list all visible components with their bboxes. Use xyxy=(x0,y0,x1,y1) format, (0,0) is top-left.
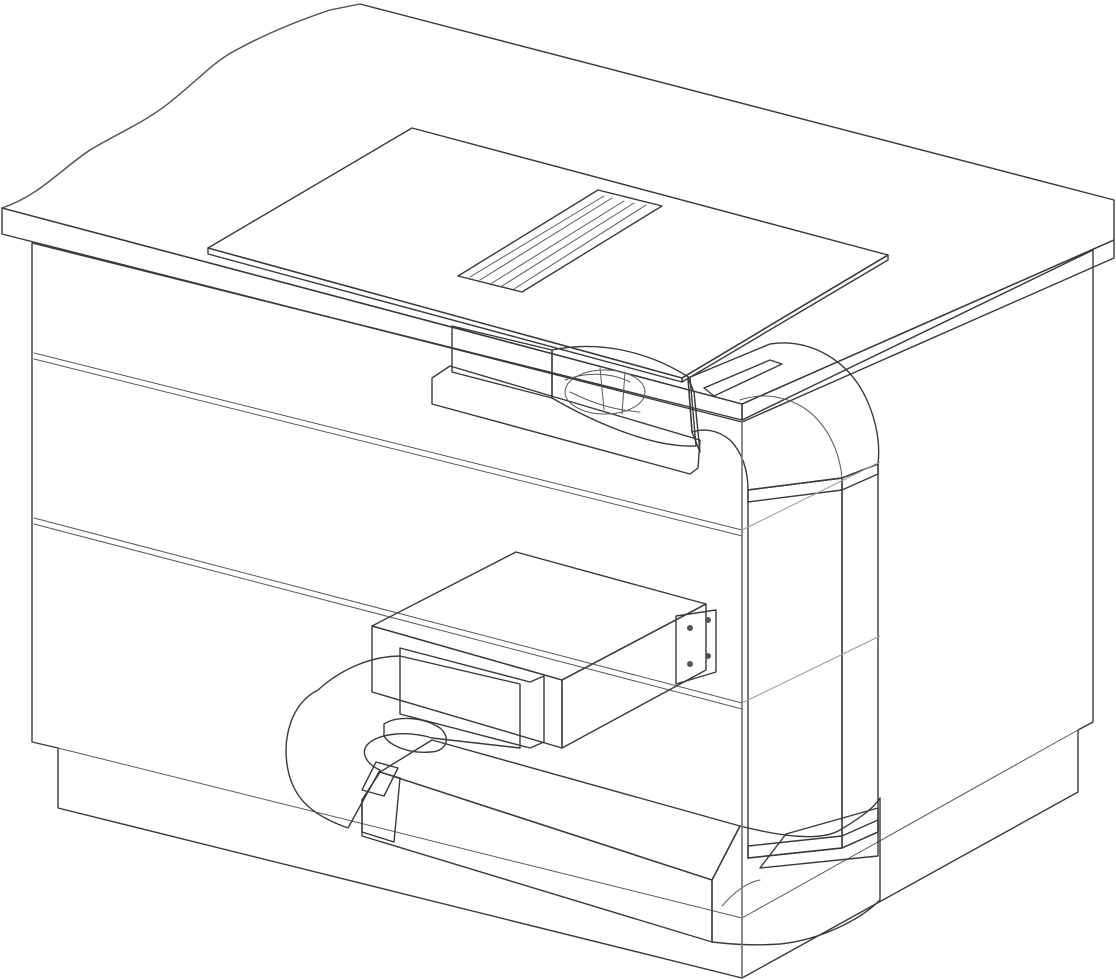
elbow-left-inner-hole xyxy=(383,717,448,753)
plenum-screw-4 xyxy=(705,653,711,659)
cooktop-glass-edge xyxy=(207,247,683,383)
elbow-top-body xyxy=(687,342,880,491)
flat-duct-elbow-vertical xyxy=(687,342,880,491)
plenum-flange xyxy=(675,609,717,685)
flat-duct-horizontal-run xyxy=(361,739,741,943)
kitchen-island-cabinet xyxy=(31,242,1094,979)
duct-vertical-band-top xyxy=(747,463,879,503)
worktop xyxy=(1,3,1115,423)
worktop-side-edge xyxy=(741,239,1115,423)
cooktop-with-downdraft-vent xyxy=(207,127,889,383)
worktop-break-line xyxy=(1,3,361,209)
duct-horizontal-band xyxy=(361,771,401,843)
flat-duct-elbow-left xyxy=(285,647,545,829)
duct-vertical-band-bottom xyxy=(747,819,879,859)
drawer-seam-1 xyxy=(33,352,743,531)
duct-horizontal-top xyxy=(379,739,741,881)
elbow-left-band xyxy=(361,761,399,797)
duct-vertical-side xyxy=(841,463,879,849)
downdraft-vent-slot-3 xyxy=(513,204,647,290)
hidden-lines xyxy=(741,420,881,978)
drawer-seam-2 xyxy=(33,517,743,704)
drawer-seam-2b xyxy=(33,523,743,710)
plenum-screw-3 xyxy=(705,617,711,623)
fan-unit xyxy=(431,325,701,475)
duct-vertical-front xyxy=(747,477,843,859)
plenum-side xyxy=(561,603,707,749)
duct-horizontal-front xyxy=(361,771,713,943)
elbow-bottom-inner xyxy=(721,879,761,907)
elbow-bottom-body xyxy=(711,797,881,946)
plenum-screw-2 xyxy=(687,661,693,667)
cooktop-glass-side xyxy=(681,254,889,383)
fan-hub xyxy=(564,369,646,415)
downdraft-vent-frame xyxy=(457,189,663,293)
fan-blades xyxy=(564,367,641,415)
cabinet-side-face xyxy=(741,249,1094,979)
duct-connector-plenum xyxy=(399,647,545,749)
fan-housing-top xyxy=(451,325,553,399)
elbow-top-curve xyxy=(739,395,843,479)
drawer-seam-1b xyxy=(33,358,743,537)
ghost-seam-through-duct xyxy=(741,461,881,704)
flat-duct-elbow-bottom xyxy=(711,797,881,946)
downdraft-vent-slot-1 xyxy=(469,195,613,281)
plenum-screw-1 xyxy=(687,625,693,631)
elbow-left-body xyxy=(285,655,521,829)
downdraft-vent-slot-2 xyxy=(491,200,635,287)
fan-impeller-housing xyxy=(551,345,697,447)
plenum-box xyxy=(371,551,717,749)
elbow-top-face xyxy=(687,377,701,453)
cabinet-plinth xyxy=(57,729,1079,919)
worktop-front-edge xyxy=(1,207,743,423)
fan-housing-frame xyxy=(431,365,701,475)
cooktop-glass xyxy=(207,127,889,379)
flat-duct-vertical-run xyxy=(747,463,879,859)
elbow-top-band xyxy=(703,359,783,397)
